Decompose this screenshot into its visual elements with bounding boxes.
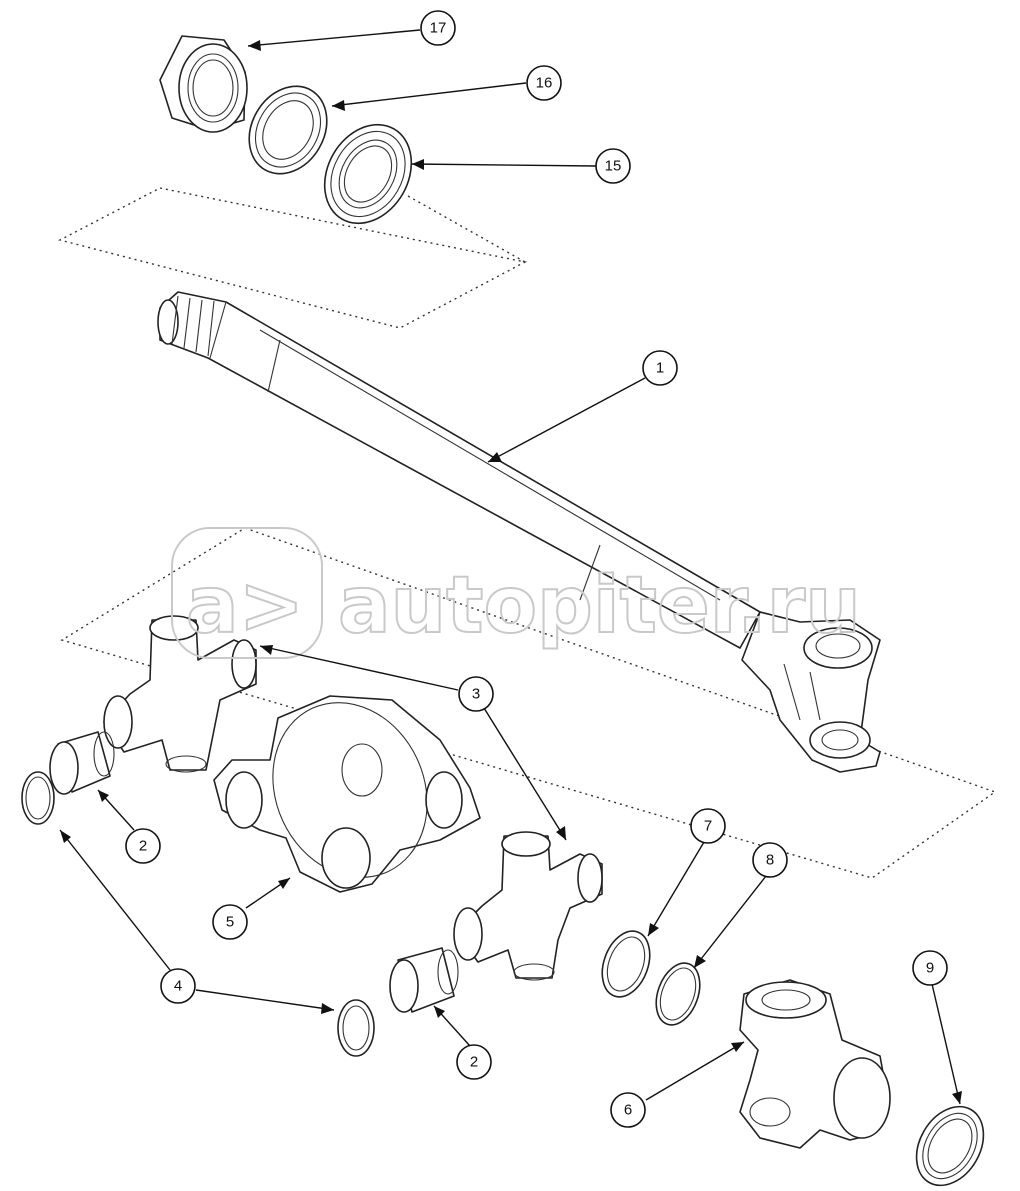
watermark-logo: a> bbox=[186, 561, 304, 651]
inner-yoke bbox=[741, 611, 881, 773]
watermark-text: autopiter.ru bbox=[338, 561, 861, 651]
callout-7: 7 bbox=[690, 808, 726, 844]
seal-16 bbox=[248, 85, 328, 175]
callout-2-left: 2 bbox=[125, 828, 161, 864]
bearing-17 bbox=[159, 35, 248, 133]
svg-text:9: 9 bbox=[926, 960, 934, 977]
dotted-plane-upper bbox=[58, 187, 528, 329]
callout-9: 9 bbox=[912, 950, 948, 986]
seal-15 bbox=[323, 123, 413, 225]
axle-shaft-1 bbox=[157, 291, 761, 649]
svg-text:2: 2 bbox=[470, 1054, 478, 1071]
snap-ring-4-left bbox=[21, 771, 55, 825]
callout-6: 6 bbox=[610, 1092, 646, 1128]
bearing-cup-2-right bbox=[389, 947, 459, 1013]
u-joint-cross-3-right bbox=[453, 831, 603, 981]
watermark: a> autopiter.ru bbox=[171, 527, 862, 659]
leader-lines bbox=[59, 29, 962, 1105]
svg-text:8: 8 bbox=[766, 852, 774, 869]
center-yoke-5 bbox=[213, 695, 481, 893]
seal-9 bbox=[915, 1105, 985, 1187]
watermark-logo-frame bbox=[171, 527, 323, 659]
svg-text:7: 7 bbox=[704, 818, 712, 835]
dotted-bearing-guide bbox=[407, 195, 526, 263]
callout-5: 5 bbox=[212, 904, 248, 940]
ring-7 bbox=[601, 930, 651, 998]
svg-text:5: 5 bbox=[226, 914, 234, 931]
svg-text:1: 1 bbox=[656, 360, 664, 377]
snap-ring-4-right bbox=[337, 999, 375, 1057]
callout-15: 15 bbox=[595, 148, 631, 184]
callout-2-right: 2 bbox=[456, 1044, 492, 1080]
svg-text:4: 4 bbox=[174, 978, 182, 995]
snap-ring-8 bbox=[655, 962, 701, 1026]
bearing-cup-2-left bbox=[49, 731, 115, 795]
svg-text:2: 2 bbox=[139, 838, 147, 855]
svg-text:6: 6 bbox=[624, 1102, 632, 1119]
callout-17: 17 bbox=[420, 10, 456, 46]
callout-16: 16 bbox=[526, 65, 562, 101]
callout-1: 1 bbox=[642, 350, 678, 386]
svg-text:3: 3 bbox=[472, 686, 480, 703]
svg-text:17: 17 bbox=[430, 20, 447, 37]
callout-4: 4 bbox=[160, 968, 196, 1004]
callout-3: 3 bbox=[458, 676, 494, 712]
svg-text:15: 15 bbox=[605, 158, 622, 175]
callout-8: 8 bbox=[752, 842, 788, 878]
dotted-plane-lower bbox=[60, 527, 997, 879]
outer-yoke-6 bbox=[739, 979, 891, 1149]
svg-text:16: 16 bbox=[536, 75, 553, 92]
